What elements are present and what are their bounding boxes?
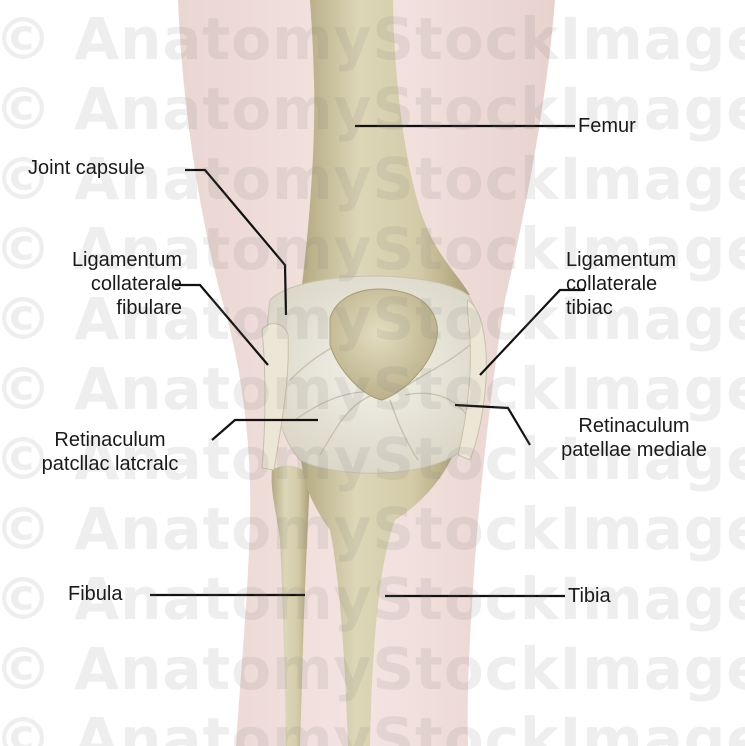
watermark-row: © AnatomyStockImages.c: [0, 705, 745, 746]
label-line: Ligamentum: [566, 248, 676, 272]
label-line: collaterale: [12, 272, 182, 296]
watermark-row: © AnatomyStockImages.c: [0, 495, 745, 563]
label-fibula: Fibula: [68, 582, 122, 606]
label-line: patcllac latcralc: [10, 452, 210, 476]
label-line: tibiac: [566, 296, 676, 320]
watermark-row: © AnatomyStockImages.c: [0, 5, 745, 73]
label-line: Retinaculum: [10, 428, 210, 452]
watermark-row: © AnatomyStockImages.c: [0, 355, 745, 423]
label-line: patellae mediale: [534, 438, 734, 462]
label-line: fibulare: [12, 296, 182, 320]
label-ret-medial: Retinaculum patellae mediale: [534, 414, 734, 462]
label-lig-tibiale: Ligamentum collaterale tibiac: [566, 248, 676, 320]
label-tibia: Tibia: [568, 584, 611, 608]
label-lig-fibulare: Ligamentum collaterale fibulare: [12, 248, 182, 320]
label-line: Retinaculum: [534, 414, 734, 438]
watermark-row: © AnatomyStockImages.c: [0, 635, 745, 703]
label-joint-capsule: Joint capsule: [28, 156, 145, 180]
label-ret-lateral: Retinaculum patcllac latcralc: [10, 428, 210, 476]
label-femur: Femur: [578, 114, 636, 138]
label-line: collaterale: [566, 272, 676, 296]
label-line: Ligamentum: [12, 248, 182, 272]
